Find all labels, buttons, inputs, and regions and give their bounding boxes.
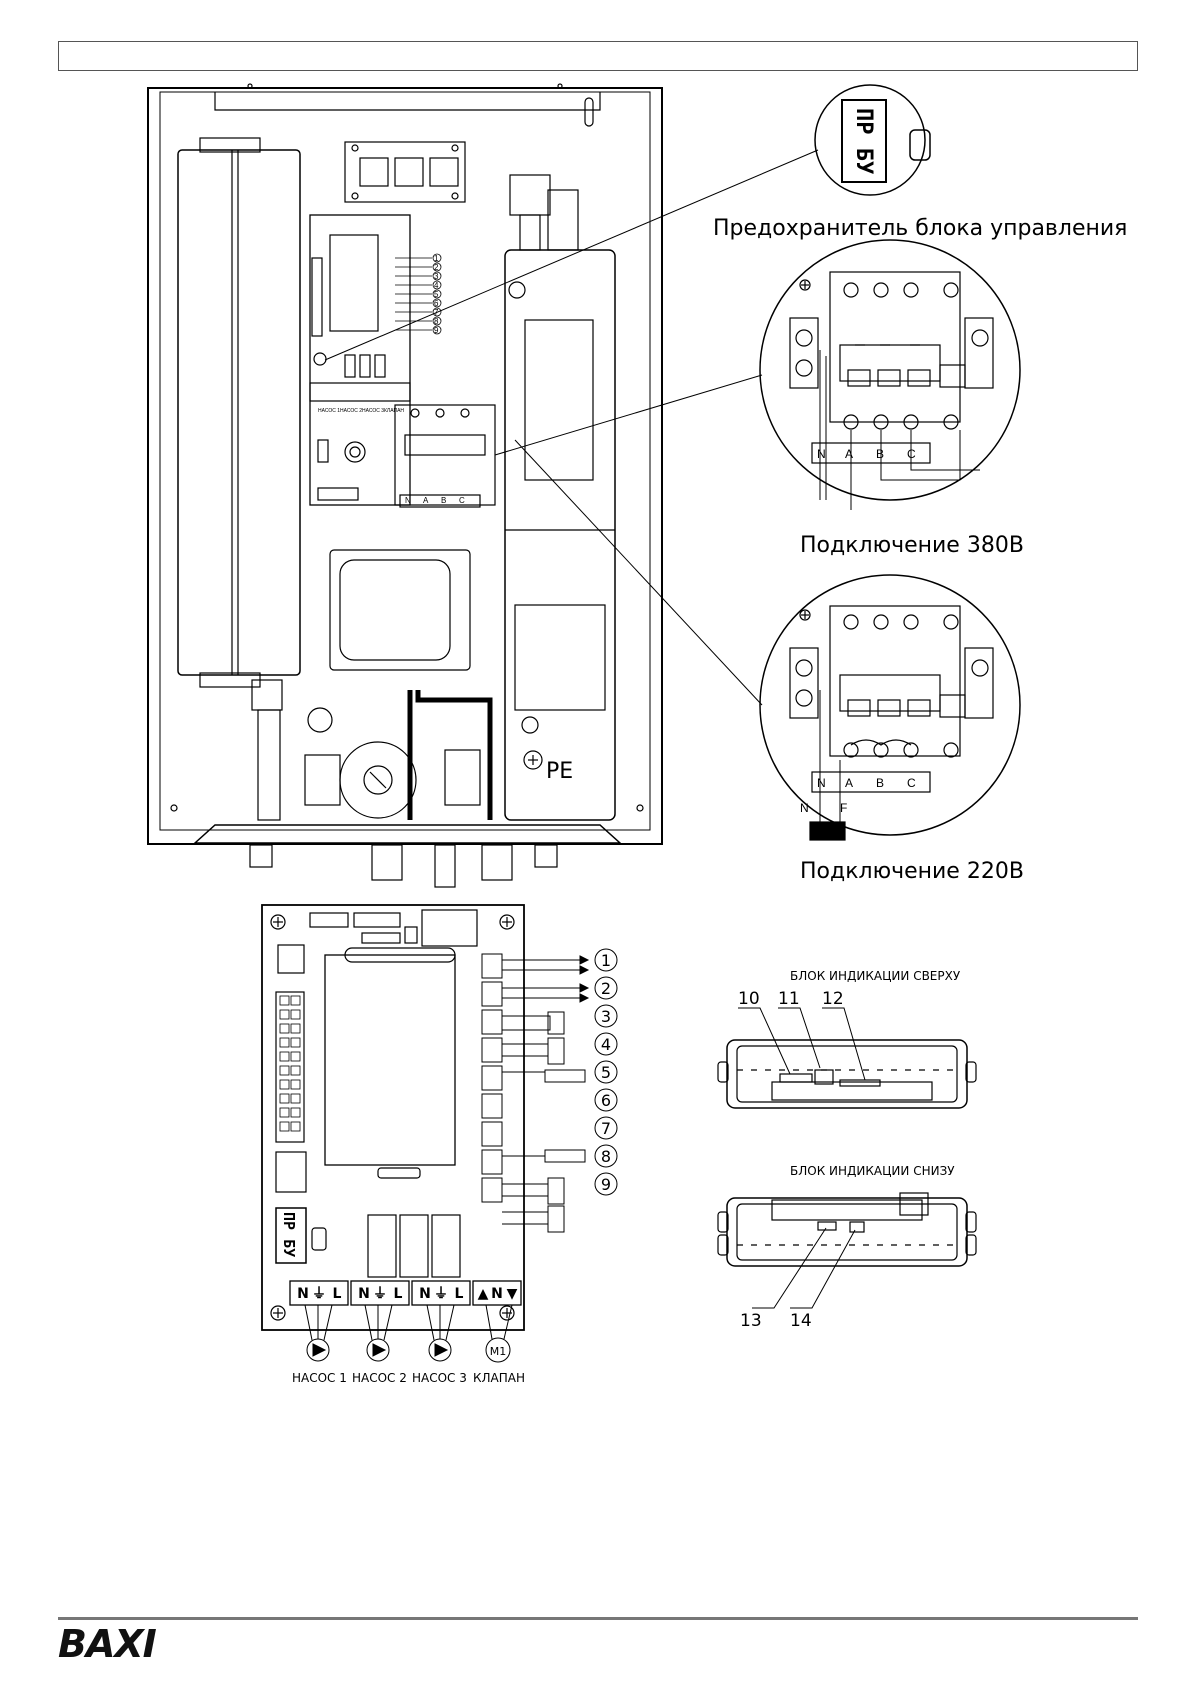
small-out-3: НАСОС 3 [362,408,384,414]
callout-9: 9 [601,1175,611,1194]
fuse-magnifier-text: ПР БУ [851,108,876,174]
small-num-1: 1 [434,254,439,263]
control-board [261,904,618,1363]
header-box [58,41,1138,71]
small-out-1: НАСОС 1 [318,408,340,414]
t2-n: N [358,1286,370,1302]
callout-8: 8 [601,1147,611,1166]
t4-up: ▲ [478,1286,489,1302]
term220-wire-f: F [840,801,847,815]
term220-n: N [817,776,826,790]
t1-l: L [333,1286,342,1302]
output-pump-1: НАСОС 1 [292,1371,347,1385]
callout-10: 10 [738,989,760,1009]
callout-7: 7 [601,1119,611,1138]
caption-220v: Подключение 220В [800,859,1024,884]
callout-4: 4 [601,1035,611,1054]
t3-n: N [419,1286,431,1302]
small-num-5: 5 [434,290,439,299]
t4-n: N [491,1286,503,1302]
output-pump-2: НАСОС 2 [352,1371,407,1385]
small-num-9: 9 [434,326,439,335]
term220-a: A [845,776,853,790]
t3-l: L [455,1286,464,1302]
callout-6: 6 [601,1091,611,1110]
cab-term-a: A [423,496,429,505]
magnifier-380 [494,239,1021,510]
small-out-2: НАСОС 2 [340,408,362,414]
small-out-4: КЛАПАН [384,408,404,414]
footer-rule [58,1617,1138,1620]
magnifier-220 [514,439,1021,841]
small-num-8: 8 [434,317,439,326]
small-num-4: 4 [434,281,439,290]
display-bottom-caption: БЛОК ИНДИКАЦИИ СНИЗУ [790,1164,955,1178]
cab-term-n: N [405,496,411,505]
pe-label: PE [546,759,573,784]
display-top-caption: БЛОК ИНДИКАЦИИ СВЕРХУ [790,969,961,983]
display-unit-bottom [717,1192,977,1309]
motor-label: M1 [490,1345,507,1358]
t2-l: L [394,1286,403,1302]
output-valve: КЛАПАН [473,1371,525,1385]
boiler-cabinet [147,83,663,888]
term220-wire-n: N [800,801,809,815]
cab-term-b: B [441,496,446,505]
callout-1: 1 [601,951,611,970]
callout-11: 11 [778,989,800,1009]
t2-pe: ⏚ [373,1286,387,1302]
small-num-6: 6 [434,299,439,308]
cab-term-c: C [459,496,465,505]
small-num-2: 2 [434,263,439,272]
callout-3: 3 [601,1007,611,1026]
term380-a: A [845,447,853,461]
callout-13: 13 [740,1311,762,1331]
term380-b: B [876,447,884,461]
t1-n: N [297,1286,309,1302]
callout-2: 2 [601,979,611,998]
board-fuse-text: ПР БУ [280,1212,298,1257]
output-pump-3: НАСОС 3 [412,1371,467,1385]
fuse-magnifier [324,84,931,361]
fuse-caption: Предохранитель блока управления [713,216,1127,241]
caption-380v: Подключение 380В [800,533,1024,558]
display-unit-top [717,1007,977,1109]
callout-14: 14 [790,1311,812,1331]
brand-logo: BAXI [58,1622,157,1666]
small-num-7: 7 [434,308,439,317]
term220-c: C [907,776,916,790]
term380-n: N [817,447,826,461]
t3-pe: ⏚ [434,1286,448,1302]
small-num-3: 3 [434,272,439,281]
term380-c: C [907,447,916,461]
term220-b: B [876,776,884,790]
t4-down: ▼ [507,1286,518,1302]
t1-pe: ⏚ [312,1286,326,1302]
callout-12: 12 [822,989,844,1009]
callout-5: 5 [601,1063,611,1082]
